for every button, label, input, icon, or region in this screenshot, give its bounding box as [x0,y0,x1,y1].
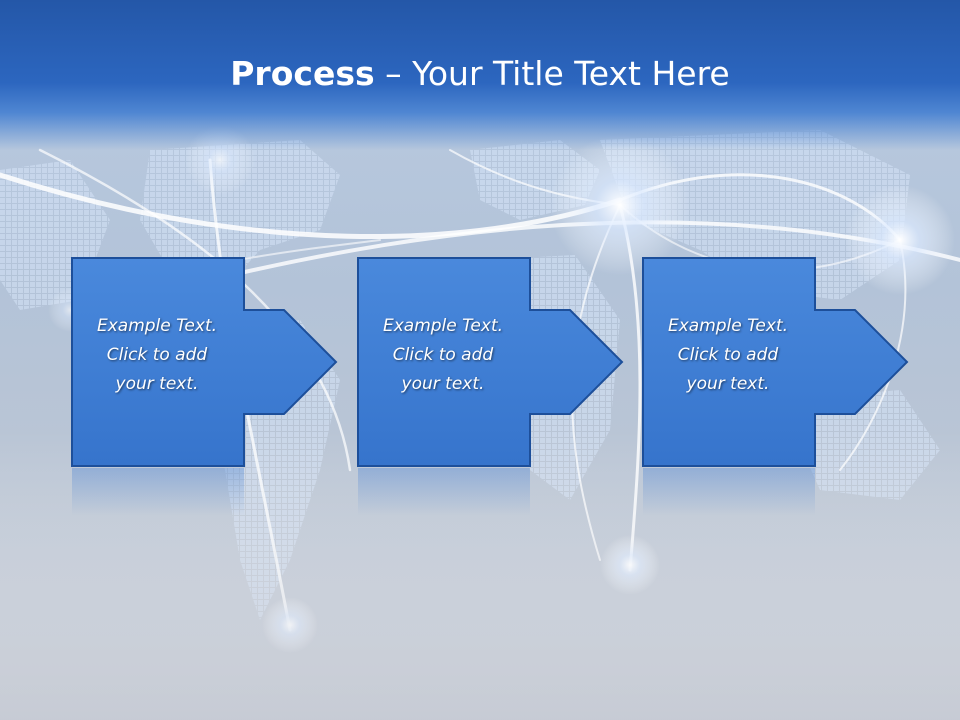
step-line-1: Example Text. [96,316,218,336]
step-text[interactable]: Example Text. Click to add your text. [72,312,242,399]
process-step-1[interactable]: Example Text. Click to add your text. [70,256,340,516]
arrow-right-icon [642,257,909,516]
step-line-3: your text. [115,374,199,394]
step-line-2: Click to add [392,345,494,365]
step-line-1: Example Text. [667,316,789,336]
step-text[interactable]: Example Text. Click to add your text. [358,312,528,399]
step-line-2: Click to add [677,345,779,365]
title-bar [0,0,960,150]
arrow-right-icon [357,257,624,516]
slide-title[interactable]: Process – Your Title Text Here [0,52,960,96]
title-bold: Process [230,54,375,93]
process-step-3[interactable]: Example Text. Click to add your text. [641,256,911,516]
title-rest: – Your Title Text Here [374,54,730,93]
step-line-3: your text. [686,374,770,394]
arrow-right-icon [71,257,338,516]
step-text[interactable]: Example Text. Click to add your text. [643,312,813,399]
step-line-3: your text. [401,374,485,394]
process-step-2[interactable]: Example Text. Click to add your text. [356,256,626,516]
step-line-1: Example Text. [382,316,504,336]
step-line-2: Click to add [106,345,208,365]
